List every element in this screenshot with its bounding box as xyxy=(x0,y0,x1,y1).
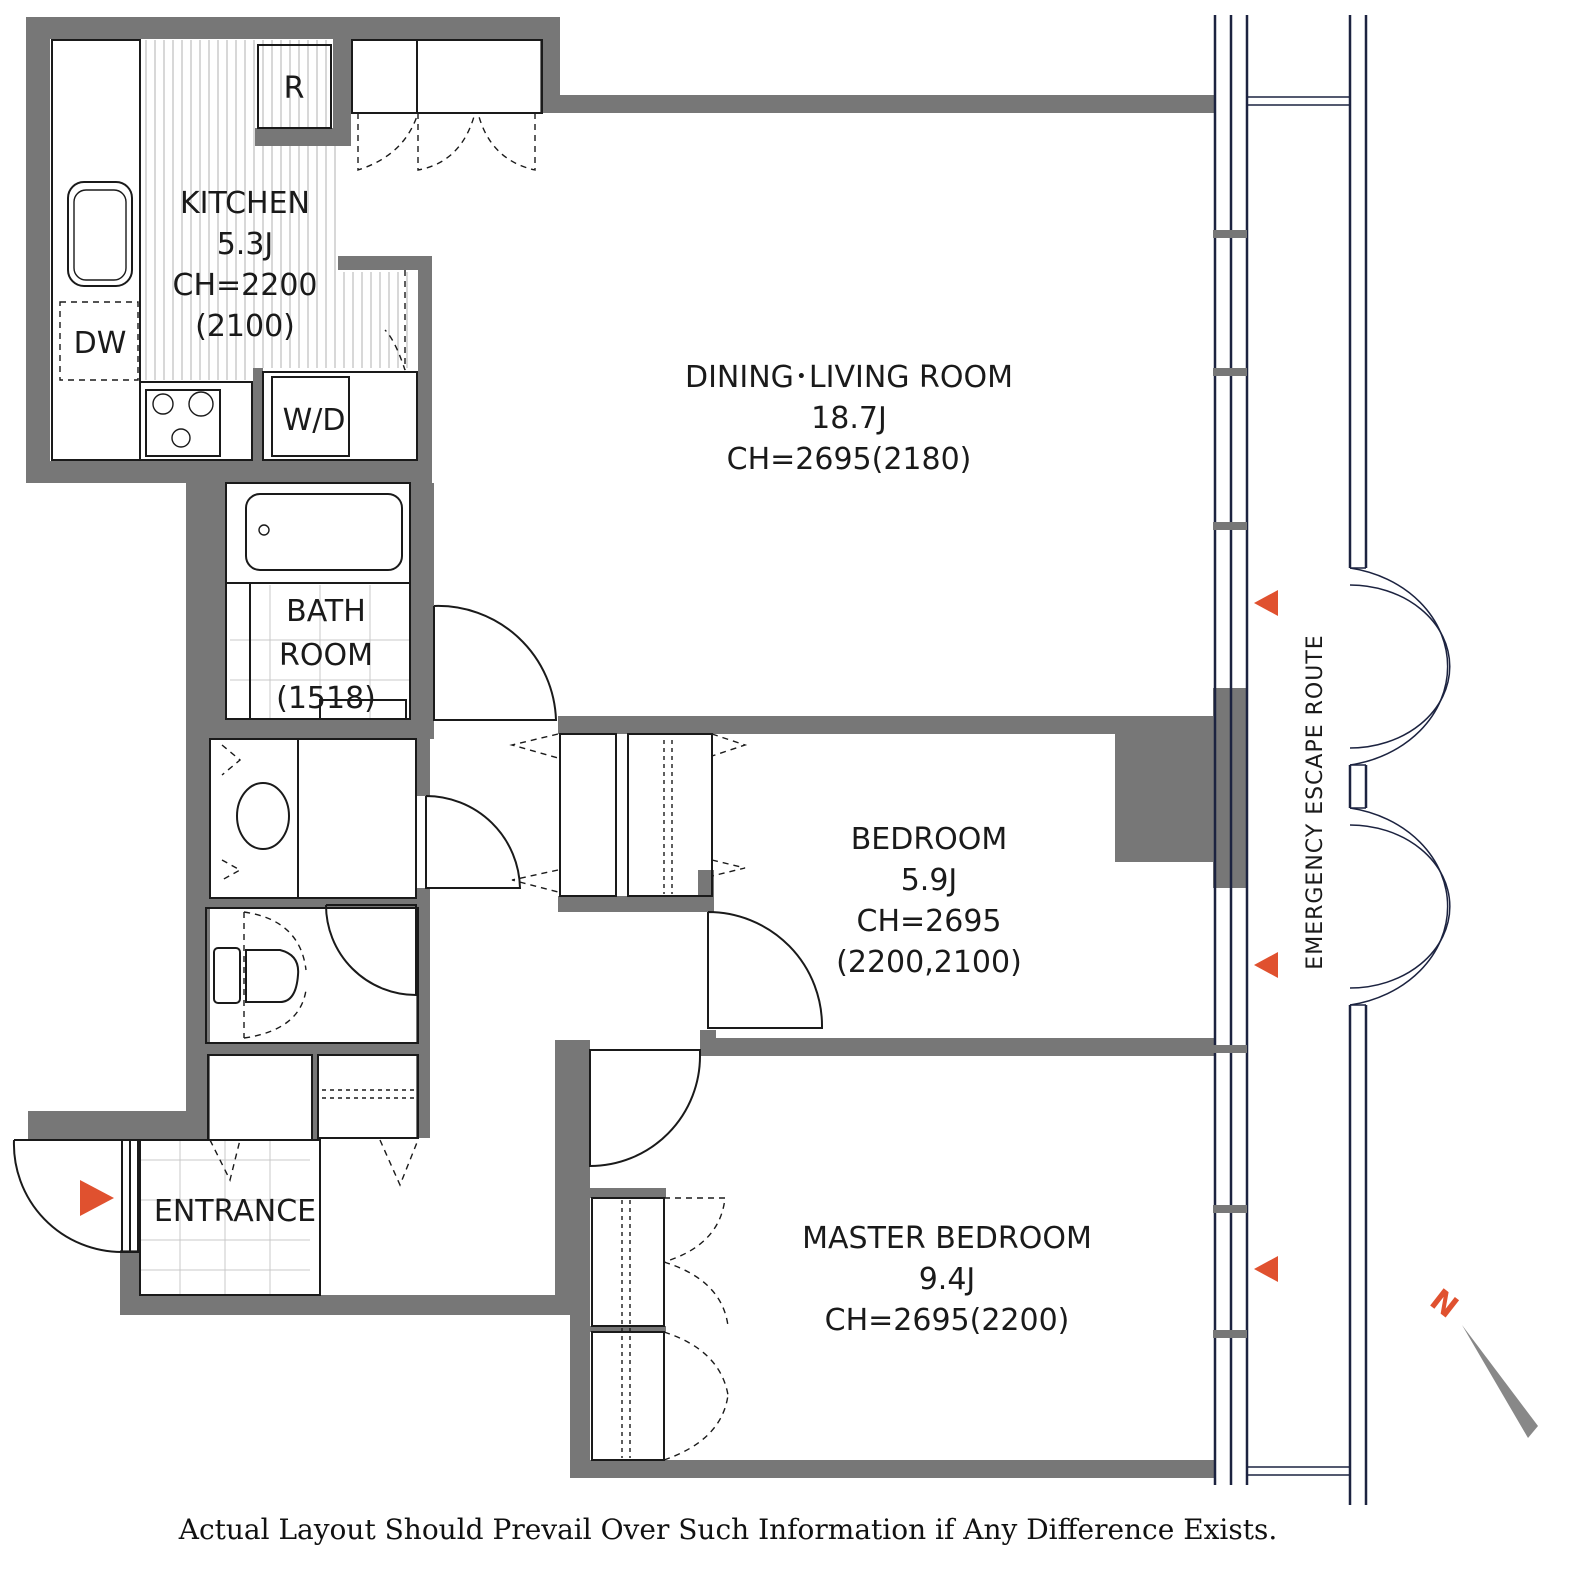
escape-arrow-icon-1 xyxy=(1254,590,1278,616)
entrance-name: ENTRANCE xyxy=(154,1194,316,1229)
kitchen-ceiling-height: CH=2200 xyxy=(173,268,318,303)
window-wall xyxy=(1213,15,1249,1485)
bedroom-ceiling-height-2: (2200,2100) xyxy=(836,945,1022,980)
room-labels: R DW W/D KITCHEN 5.3J CH=2200 (2100) DIN… xyxy=(74,71,1328,1546)
dining-living-ceiling-height: CH=2695(2180) xyxy=(727,442,972,477)
compass-label: N xyxy=(1423,1282,1464,1325)
bathroom-size: (1518) xyxy=(276,681,376,716)
entrance-floor-tiles xyxy=(140,1140,310,1295)
bathroom-line1: BATH xyxy=(286,594,366,629)
washer-dryer-label: W/D xyxy=(283,403,346,438)
bathroom-floor-tiles xyxy=(230,585,410,720)
kitchen-area: 5.3J xyxy=(217,227,274,262)
bathroom-line2: ROOM xyxy=(279,638,373,673)
kitchen-floor-hatch xyxy=(145,40,408,380)
entrance-arrow-icon xyxy=(80,1180,114,1216)
bedroom-ceiling-height: CH=2695 xyxy=(857,904,1002,939)
dining-living-area: 18.7J xyxy=(811,401,887,436)
bedroom-area: 5.9J xyxy=(901,863,958,898)
master-bedroom-name: MASTER BEDROOM xyxy=(802,1221,1092,1256)
balcony xyxy=(1247,15,1451,1505)
master-bedroom-ceiling-height: CH=2695(2200) xyxy=(825,1303,1070,1338)
closets xyxy=(509,733,824,1461)
kitchen-name: KITCHEN xyxy=(180,186,310,221)
north-compass-icon: N xyxy=(1423,1282,1538,1438)
footer-disclaimer: Actual Layout Should Prevail Over Such I… xyxy=(178,1513,1278,1546)
bath-fixtures xyxy=(205,482,558,1187)
escape-arrows xyxy=(80,590,1278,1282)
master-bedroom-area: 9.4J xyxy=(919,1262,976,1297)
dining-living-name: DINING･LIVING ROOM xyxy=(685,360,1013,395)
entrance-door xyxy=(12,1139,321,1296)
kitchen-ceiling-height-2: (2100) xyxy=(195,309,295,344)
walls xyxy=(26,17,1247,1478)
escape-route-label: EMERGENCY ESCAPE ROUTE xyxy=(1303,634,1328,969)
kitchen-fixtures xyxy=(51,39,543,461)
escape-arrow-icon-3 xyxy=(1254,1256,1278,1282)
escape-arrow-icon-2 xyxy=(1254,952,1278,978)
bedroom-name: BEDROOM xyxy=(851,822,1008,857)
refrigerator-label: R xyxy=(284,71,305,106)
dishwasher-label: DW xyxy=(74,326,127,361)
